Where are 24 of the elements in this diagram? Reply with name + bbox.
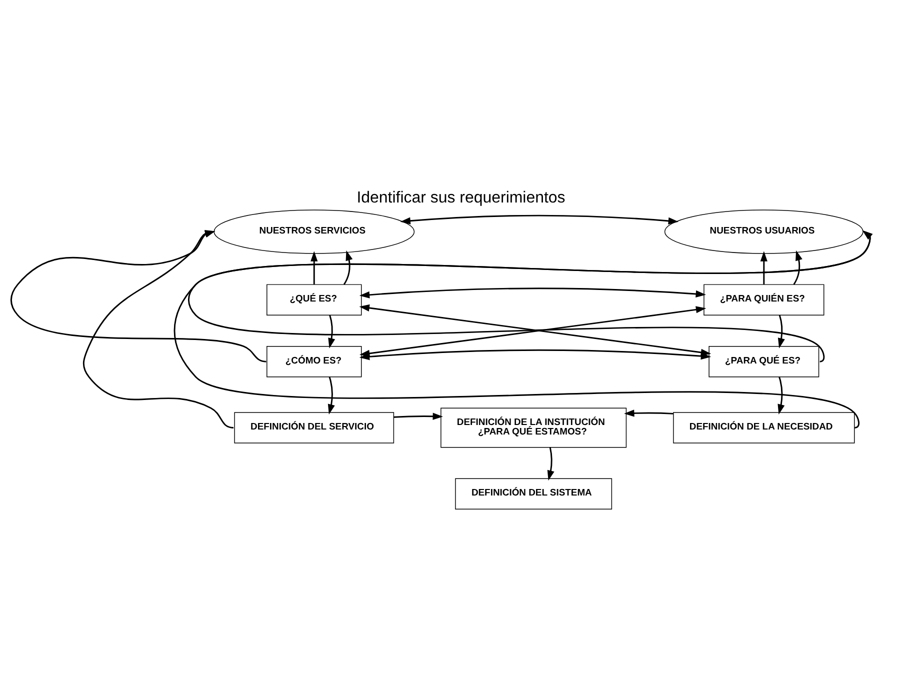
- arrow: [343, 250, 353, 285]
- arrow: [359, 288, 706, 298]
- node-box: ¿PARA QUIÉN ES?: [704, 284, 824, 316]
- node-box: DEFINICIÓN DE LA NECESIDAD: [673, 412, 855, 444]
- arrow: [760, 251, 768, 284]
- arrow: [328, 376, 335, 414]
- node-ellipse: NUESTROS SERVICIOS: [214, 210, 415, 254]
- arrow: [328, 314, 336, 348]
- arrow: [547, 447, 554, 481]
- node-box: DEFINICIÓN DE LA INSTITUCIÓN ¿PARA QUÉ ESTAMOS?: [440, 408, 627, 448]
- node-box: DEFINICIÓN DEL SERVICIO: [234, 412, 394, 444]
- arrow: [793, 250, 802, 285]
- node-box: DEFINICIÓN DEL SISTEMA: [455, 478, 612, 510]
- arrow: [400, 214, 679, 224]
- arrow: [778, 314, 785, 348]
- node-box: ¿PARA QUÉ ES?: [708, 346, 820, 378]
- node-box: ¿QUÉ ES?: [266, 284, 362, 316]
- node-box: ¿CÓMO ES?: [266, 346, 362, 378]
- arrow: [310, 251, 318, 284]
- arrow: [394, 412, 443, 420]
- diagram-title: Identificar sus requerimientos: [356, 190, 566, 207]
- arrow: [778, 376, 785, 414]
- node-ellipse: NUESTROS USUARIOS: [664, 210, 864, 254]
- arrow: [624, 410, 674, 417]
